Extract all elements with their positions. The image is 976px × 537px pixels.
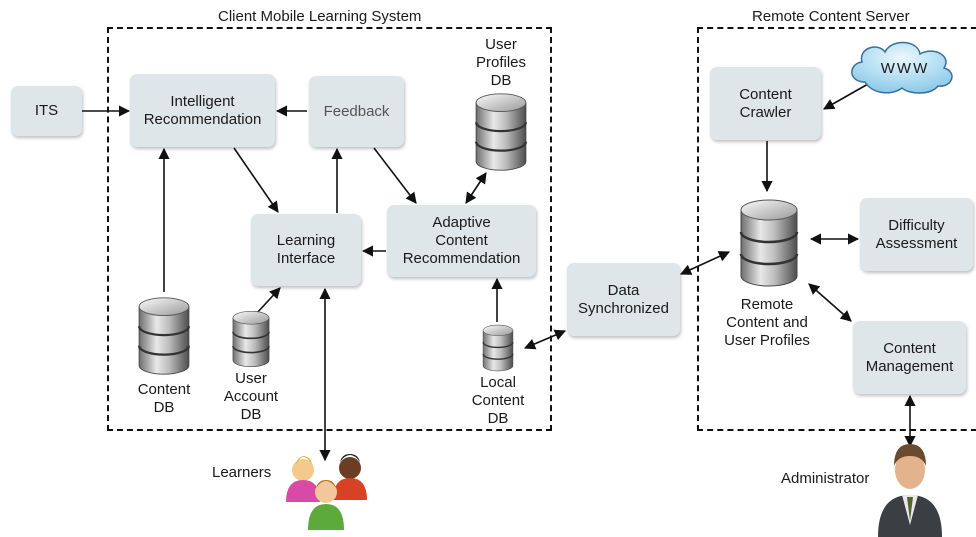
arrow-localcontent-datasync — [523, 329, 567, 350]
user-account-db-label: User Account DB — [223, 370, 279, 423]
content-management-box: Content Management — [853, 321, 966, 394]
data-synchronized-box: Data Synchronized — [567, 263, 680, 336]
remote-server-title: Remote Content Server — [752, 8, 910, 25]
content-db-icon — [137, 296, 191, 376]
adaptive-content-recommendation-box: Adaptive Content Recommendation — [387, 205, 536, 277]
remote-server-region — [697, 27, 976, 431]
user-account-db-icon — [232, 310, 270, 368]
arrow-datasync-remote — [679, 251, 731, 275]
www-cloud-icon — [851, 41, 953, 94]
intelligent-recommendation-box: Intelligent Recommendation — [130, 74, 275, 147]
administrator-icon — [878, 444, 942, 537]
user-profiles-db-icon — [474, 92, 528, 172]
learning-interface-box: Learning Interface — [251, 214, 361, 286]
learners-icon — [286, 454, 367, 530]
local-content-db-icon — [482, 324, 514, 372]
arrow-feedback-to-adaptive — [373, 147, 417, 204]
remote-content-db-label: Remote Content and User Profiles — [724, 296, 810, 349]
content-db-label: Content DB — [137, 381, 191, 416]
arrow-useraccount-to-learning — [255, 287, 281, 315]
arrow-remote-management — [808, 283, 852, 322]
user-profiles-db-label: User Profiles DB — [475, 36, 527, 89]
connector-arrows — [82, 83, 916, 462]
arrow-userprofiles-adaptive — [465, 172, 487, 204]
arrow-www-to-crawler — [823, 83, 869, 110]
learners-label: Learners — [212, 464, 272, 481]
difficulty-assessment-box: Difficulty Assessment — [860, 198, 973, 271]
its-box: ITS — [11, 86, 82, 136]
client-system-title: Client Mobile Learning System — [218, 8, 422, 25]
arrow-intelligent-to-learning — [233, 147, 279, 213]
www-label: WWW — [880, 60, 930, 77]
remote-content-db-icon — [739, 198, 799, 288]
local-content-db-label: Local Content DB — [471, 374, 525, 427]
content-crawler-box: Content Crawler — [710, 67, 821, 140]
feedback-box: Feedback — [309, 76, 404, 147]
administrator-label: Administrator — [781, 470, 870, 487]
